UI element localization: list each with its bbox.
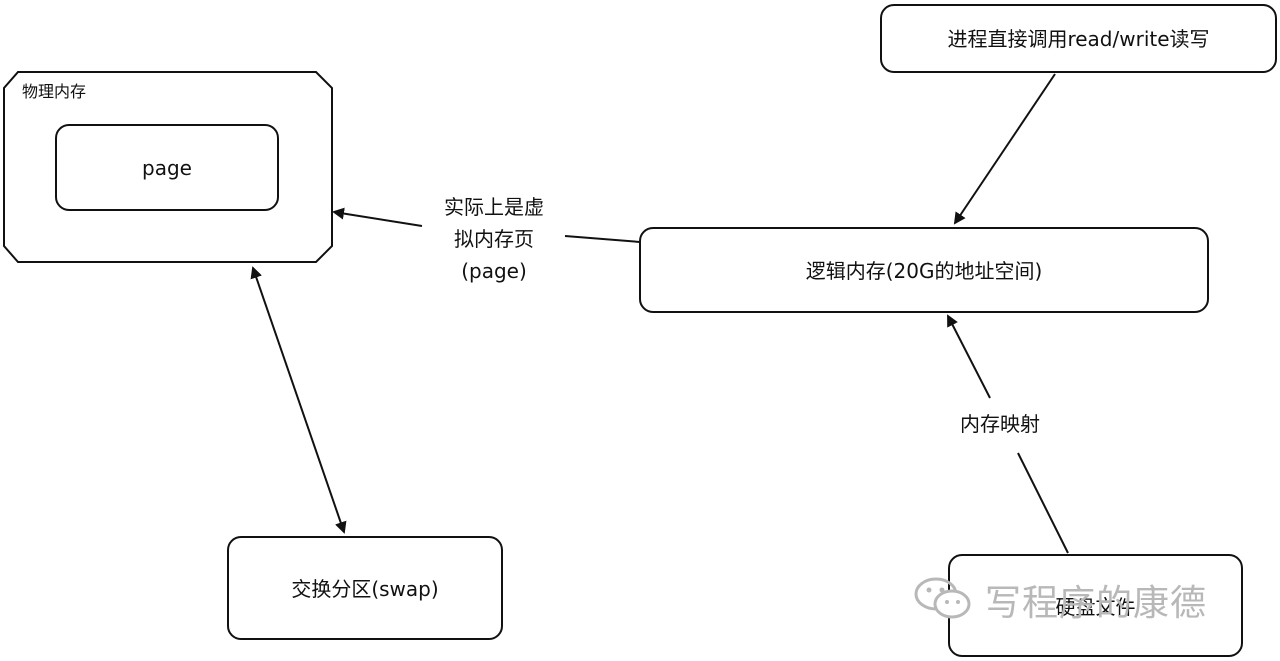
disk-file-node: 硬盘文件 <box>948 554 1243 657</box>
virtual-page-label-line1: 实际上是虚 <box>444 195 544 219</box>
page-node: page <box>55 124 279 211</box>
virtual-page-label-line3: (page) <box>461 259 527 283</box>
swap-node: 交换分区(swap) <box>227 536 503 640</box>
edge-disk-to-logical-a <box>1017 452 1069 554</box>
page-label: page <box>142 156 192 180</box>
logical-memory-label: 逻辑内存(20G的地址空间) <box>805 259 1043 283</box>
memory-map-label: 内存映射 <box>960 412 1040 436</box>
edge-logical-to-physical-a <box>564 235 641 243</box>
edge-disk-to-logical-b <box>947 314 991 399</box>
edge-logical-to-physical-b <box>332 207 423 227</box>
watermark-text: 写程序的康德 <box>985 583 1208 624</box>
virtual-page-label-line2: 拟内存页 <box>454 227 534 251</box>
disk-file-label: 硬盘文件 <box>1055 595 1136 619</box>
physical-memory-title: 物理内存 <box>22 82 87 101</box>
swap-label: 交换分区(swap) <box>291 577 439 601</box>
wechat-icon <box>912 574 974 622</box>
process-rw-label: 进程直接调用read/write读写 <box>947 27 1210 51</box>
edge-physical-swap <box>250 266 347 534</box>
logical-memory-node: 逻辑内存(20G的地址空间) <box>639 227 1209 313</box>
process-rw-node: 进程直接调用read/write读写 <box>880 4 1277 73</box>
edge-process-to-logical <box>953 73 1056 225</box>
